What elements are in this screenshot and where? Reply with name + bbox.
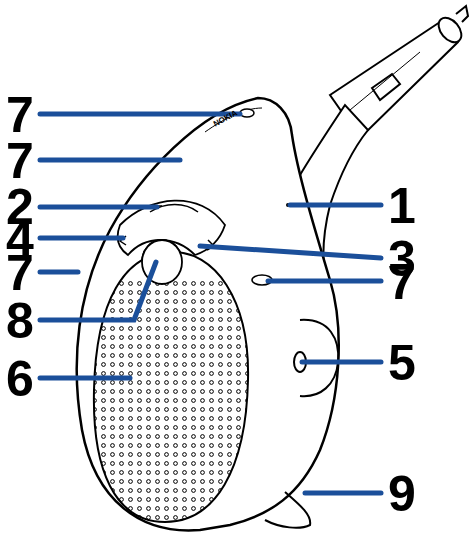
callout-number: 6 xyxy=(6,354,34,404)
speaker-grille xyxy=(90,280,255,525)
callout-number: 8 xyxy=(6,296,34,346)
foot xyxy=(265,492,310,528)
device-body xyxy=(77,98,339,530)
callout-number: 7 xyxy=(6,136,34,186)
callout-number: 7 xyxy=(6,248,34,298)
leader-lines xyxy=(40,114,381,493)
callout-number: 5 xyxy=(388,338,416,388)
callout-number: 7 xyxy=(6,90,34,140)
callout-number: 1 xyxy=(388,181,416,231)
callout-number: 9 xyxy=(388,469,416,519)
callout-number: 7 xyxy=(388,257,416,307)
